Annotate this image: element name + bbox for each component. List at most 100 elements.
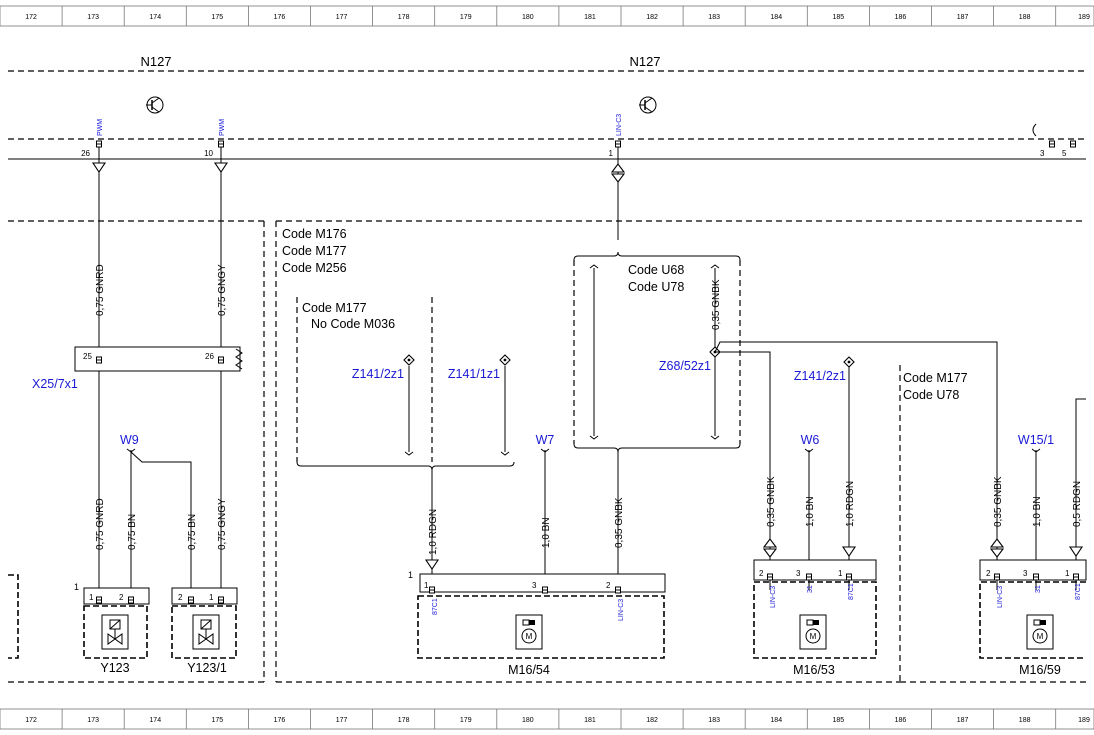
pin-number: 3 — [1040, 149, 1045, 158]
splice-icon — [499, 354, 511, 366]
grid-label: 183 — [708, 14, 720, 21]
code-label: Code M256 — [282, 261, 347, 275]
pin-number: 2 — [606, 581, 611, 590]
pin-number: 1 — [89, 593, 94, 602]
module-label-left: N127 — [140, 54, 171, 69]
connector-arrow-icon — [1069, 546, 1083, 557]
transistor-icon — [146, 96, 164, 114]
grid-label: 176 — [274, 717, 286, 724]
pin-signal: 87C1 — [848, 583, 855, 600]
grid-label: 179 — [460, 14, 472, 21]
code-label: Code M176 — [282, 227, 347, 241]
grid-label: 186 — [895, 14, 907, 21]
pin-number: 1 — [609, 149, 614, 158]
connector-label: X25/7x1 — [32, 377, 78, 391]
code-label: Code M177 — [903, 371, 968, 385]
pin-number: 26 — [81, 149, 90, 158]
ground-label: W9 — [120, 433, 139, 447]
component-label: M16/59 — [1019, 663, 1061, 677]
pin-signal: 31 — [807, 585, 814, 593]
wire-label: 0,75 BN — [127, 514, 138, 550]
grid-label: 176 — [274, 14, 286, 21]
splice-label: Z68/52z1 — [659, 359, 711, 373]
motor-icon — [799, 614, 827, 650]
wire-label: 1,0 BN — [805, 496, 816, 527]
pin-number: 1 — [838, 569, 843, 578]
grid-label: 178 — [398, 14, 410, 21]
bracket — [1032, 123, 1037, 137]
component-label: Y123 — [100, 661, 129, 675]
valve-icon — [101, 614, 129, 650]
splice-label: Z141/1z1 — [448, 367, 500, 381]
pin-1: LIN-C3 1 — [609, 114, 623, 158]
connector-x25-7x1 — [74, 346, 241, 372]
ground-label: W15/1 — [1018, 433, 1054, 447]
grid-label: 182 — [646, 717, 658, 724]
component-label: M16/54 — [508, 663, 550, 677]
grid-label: 179 — [460, 717, 472, 724]
pin-signal: PWM — [219, 119, 226, 136]
grid-label: 181 — [584, 717, 596, 724]
grid-label: 184 — [770, 14, 782, 21]
code-label: No Code M036 — [311, 317, 395, 331]
pin-signal: LIN-C3 — [618, 599, 625, 621]
ground-label: W7 — [536, 433, 555, 447]
grid-label: 173 — [87, 14, 99, 21]
grid-label: 188 — [1019, 717, 1031, 724]
wire-label: 1,0 RDGN — [845, 481, 856, 527]
pin-signal: LIN-C3 — [997, 586, 1004, 608]
pin-number: 25 — [83, 352, 92, 361]
grid-label: 185 — [833, 14, 845, 21]
wire-label: 0,75 GNGY — [217, 264, 228, 316]
grid-label: 189 — [1078, 717, 1090, 724]
grid-label: 187 — [957, 14, 969, 21]
grid-label: 188 — [1019, 14, 1031, 21]
pin-stubs-right: 3 5 — [1040, 140, 1076, 158]
module-label-right: N127 — [629, 54, 660, 69]
pin-number: 1 — [209, 593, 214, 602]
pin-number: 2 — [759, 569, 764, 578]
pin-number: 3 — [796, 569, 801, 578]
pin-signal: 87C1 — [1075, 583, 1082, 600]
pin-number: 2 — [986, 569, 991, 578]
grid-label: 189 — [1078, 14, 1090, 21]
grid-label: 177 — [336, 717, 348, 724]
transistor-icon — [639, 96, 657, 114]
component-m16-59: 2 3 1 LIN-C3 31 87C1 M16/59 — [979, 559, 1087, 677]
connector-number: 1 — [74, 582, 79, 592]
valve-icon — [192, 614, 220, 650]
connector-number: 1 — [408, 570, 413, 580]
grid-label: 175 — [212, 717, 224, 724]
code-label: Code U68 — [628, 263, 684, 277]
connector-arrow-icon — [92, 162, 106, 173]
connector-arrow-icon — [214, 162, 228, 173]
grid-label: 175 — [212, 14, 224, 21]
grid-label: 173 — [87, 717, 99, 724]
pin-signal: LIN-C3 — [770, 586, 777, 608]
pin-number: 2 — [178, 593, 183, 602]
wire-label: 0,35 GNBK — [766, 476, 777, 527]
grid-label: 186 — [895, 717, 907, 724]
pin-signal: 87C1 — [432, 598, 439, 615]
component-y123: 1 1 2 Y123 — [74, 582, 150, 675]
wire-label: 0,75 GNRD — [95, 264, 106, 316]
grid-label: 180 — [522, 14, 534, 21]
wire-label: 0,75 GNRD — [95, 498, 106, 550]
grid-label: 172 — [25, 717, 37, 724]
code-label: Code M177 — [282, 244, 347, 258]
code-label: Code U78 — [903, 388, 959, 402]
grid-label: 178 — [398, 717, 410, 724]
wire-label: 1,0 RDGN — [428, 509, 439, 555]
pin-26: PWM 26 — [81, 119, 104, 158]
wire-label: 0,35 GNBK — [711, 279, 722, 330]
wire-label: 1,0 BN — [541, 517, 552, 548]
code-label: Code U78 — [628, 280, 684, 294]
grid-bottom — [0, 708, 1094, 730]
connector-arrow-icon — [842, 546, 856, 557]
component-m16-53: 2 3 1 LIN-C3 31 87C1 M16/53 — [753, 559, 877, 677]
wire-label: 0,35 GNBK — [614, 497, 625, 548]
pin-number: 26 — [205, 352, 214, 361]
wire-label: 0,75 BN — [187, 514, 198, 550]
pin-number: 1 — [1065, 569, 1070, 578]
grid-label: 174 — [149, 14, 161, 21]
